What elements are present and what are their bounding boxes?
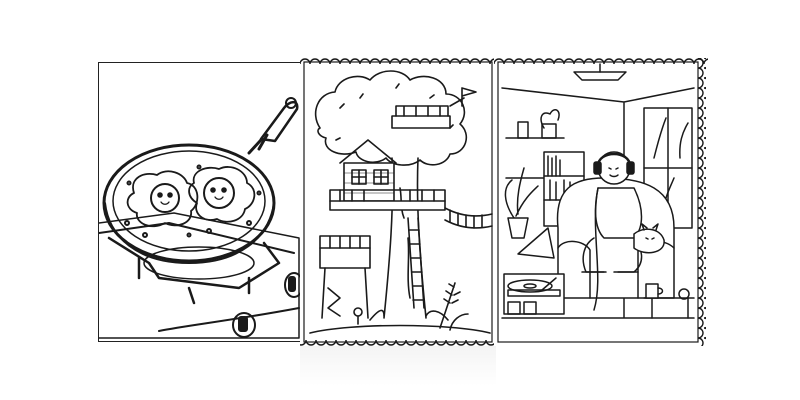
cozy-room-coloring-page — [494, 58, 708, 346]
eggs-illustration — [99, 97, 300, 339]
cozy-room-illustration — [494, 58, 708, 346]
treehouse-coloring-page — [300, 58, 496, 346]
treehouse-illustration — [300, 58, 496, 346]
page-shadow — [300, 346, 496, 386]
eggs-coloring-page — [98, 62, 301, 342]
